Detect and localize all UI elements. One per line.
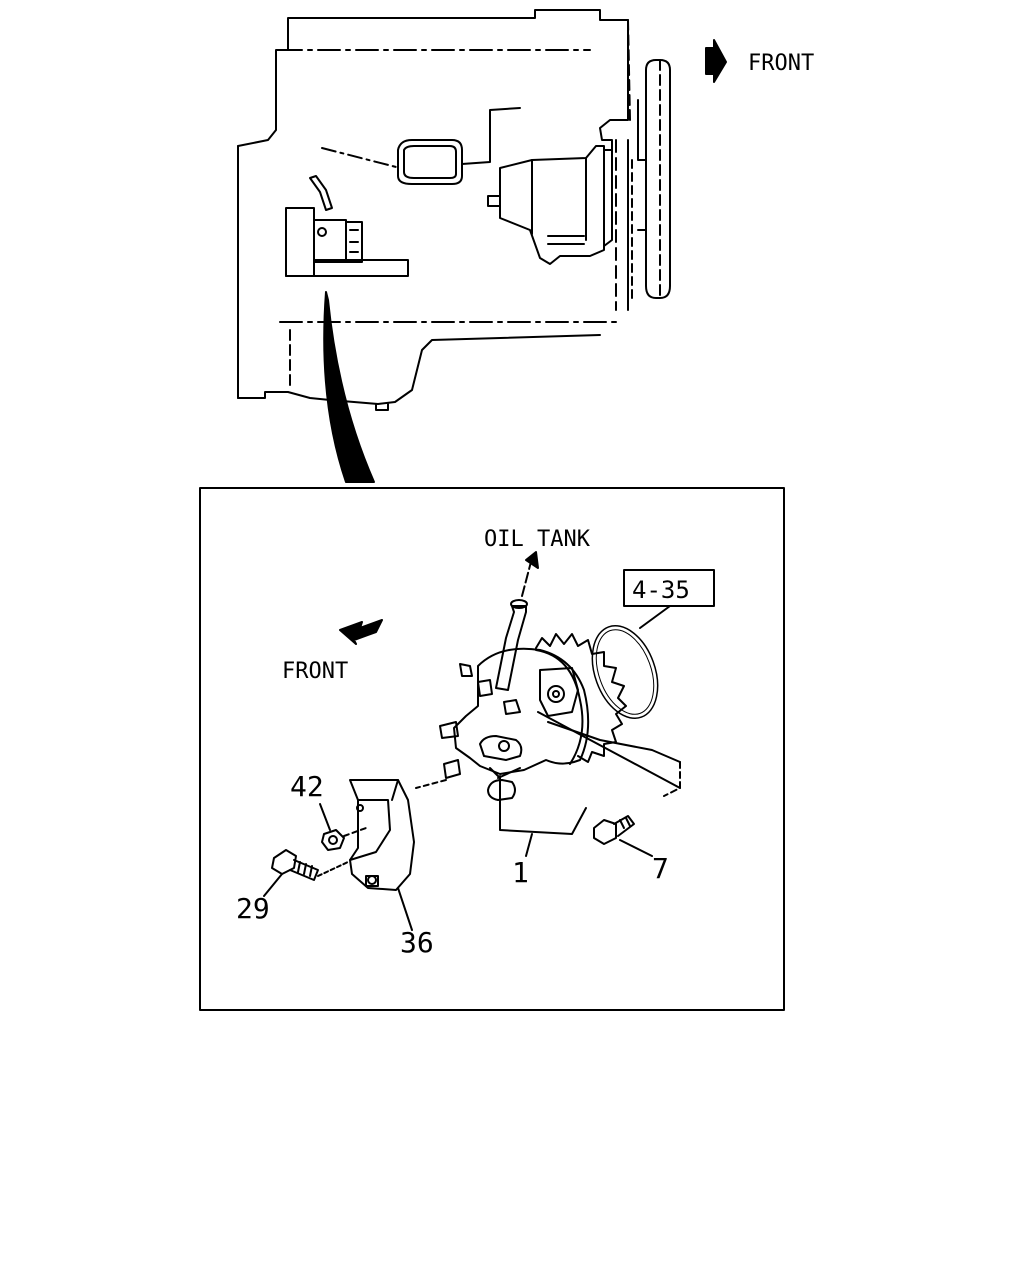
callout-7: 7 [652, 852, 669, 885]
detail-view: OIL TANK 4-35 FRONT [236, 527, 715, 959]
callout-42: 42 [290, 770, 324, 803]
drive-gear [535, 633, 627, 763]
oil-tank-arrow [521, 557, 533, 597]
drive-assembly [487, 139, 629, 311]
pump-body [453, 647, 590, 775]
callout-29: 29 [236, 892, 270, 925]
engine-overview: FRONT [237, 9, 814, 483]
detail-front-arrow-icon [339, 619, 383, 645]
cover-housing [397, 139, 463, 185]
callout-36: 36 [400, 926, 434, 959]
bolt-29 [271, 849, 297, 875]
nut-42 [321, 829, 345, 851]
pulley-assembly [631, 59, 671, 301]
detail-front-label: FRONT [282, 659, 348, 684]
pump-location-small [285, 175, 409, 277]
bracket-36 [349, 779, 415, 891]
oil-pipe [495, 605, 527, 691]
bolt-7 [593, 819, 617, 845]
ref-box-label: 4-35 [632, 576, 690, 604]
pump-studs [439, 663, 521, 779]
oil-tank-label: OIL TANK [484, 527, 591, 552]
detail-frame [199, 487, 785, 1011]
gasket-ring [591, 624, 659, 720]
overview-front-label: FRONT [748, 51, 814, 76]
front-arrow-icon [705, 39, 727, 83]
callout-1: 1 [512, 856, 529, 889]
detail-leader [323, 291, 375, 483]
